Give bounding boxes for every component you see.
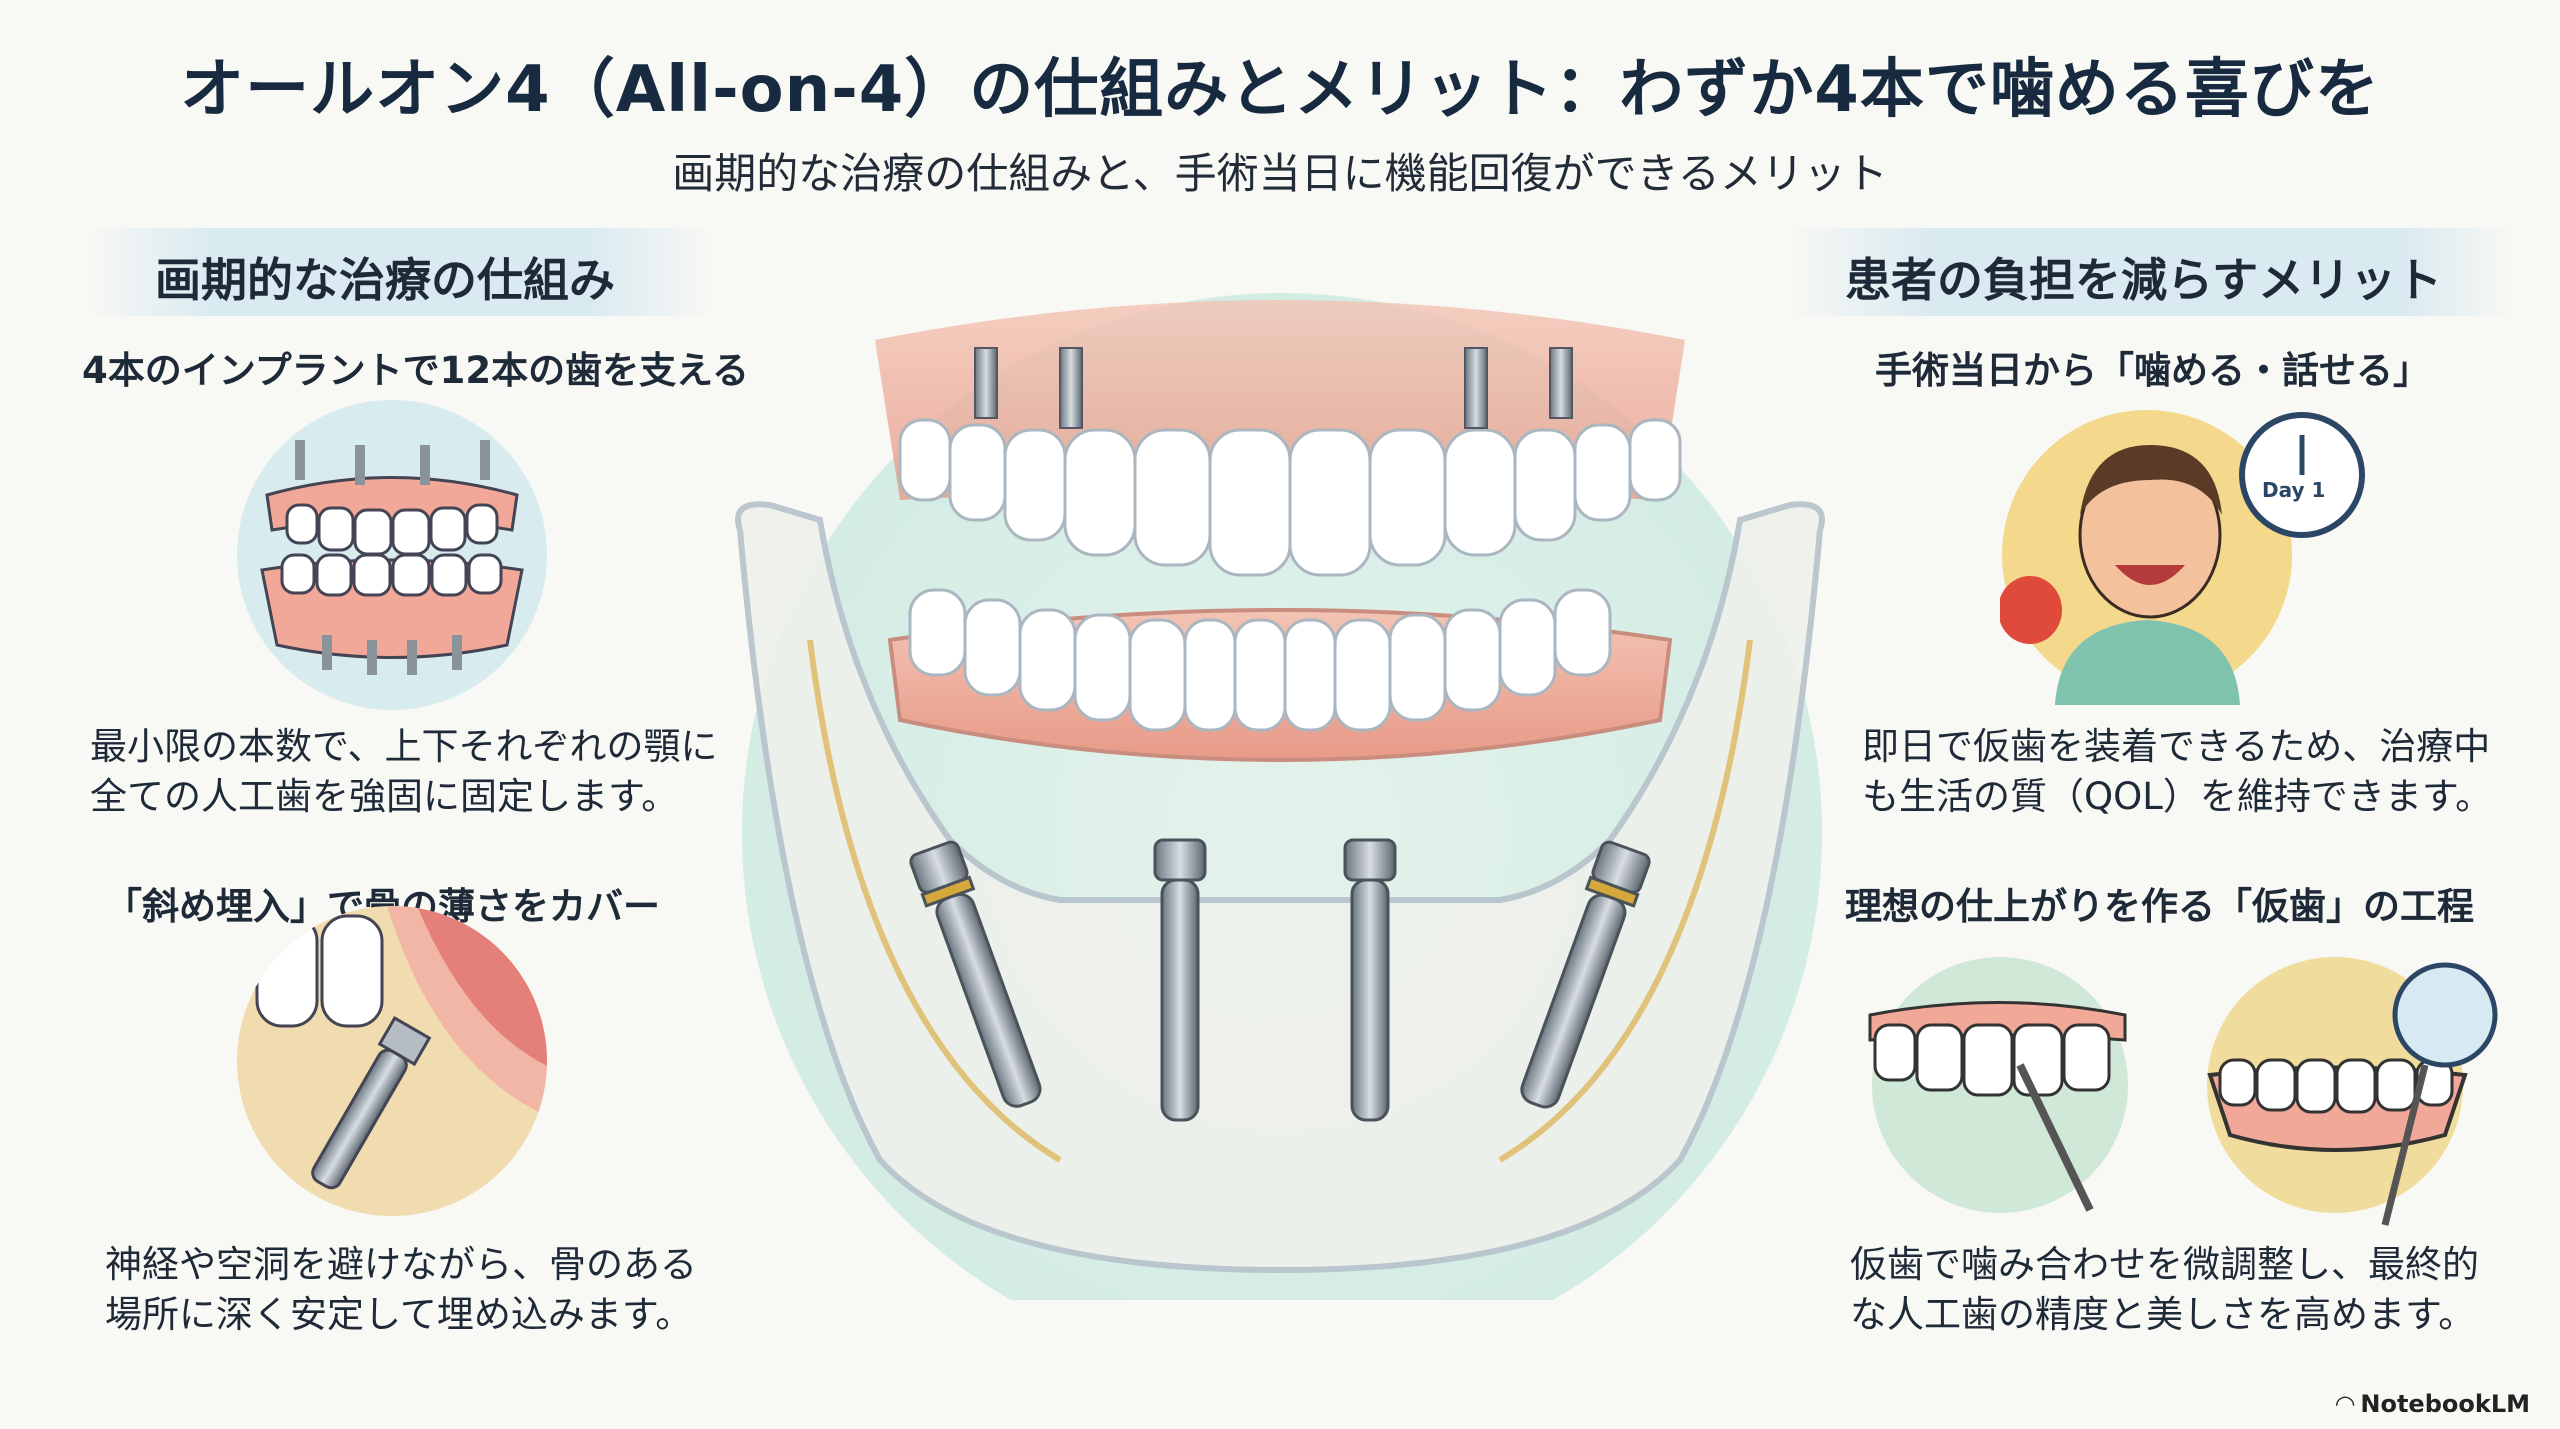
left-block2-line: 場所に深く安定して埋め込みます。 (105, 1293, 693, 1336)
section-band (1790, 228, 2510, 316)
notebooklm-watermark: ◠ NotebookLM (2336, 1390, 2530, 1418)
lower-implants (909, 838, 1651, 1122)
left-section-title: 画期的な治療の仕組み (155, 253, 615, 307)
right-block2-heading: 理想の仕上がりを作る「仮歯」の工程 (1845, 885, 2474, 928)
upper-teeth (898, 418, 1682, 577)
right-block1-heading: 手術当日から「噛める・話せる」 (1875, 349, 2430, 392)
angled-implant-icon (237, 906, 547, 1216)
left-block1-heading: 4本のインプラントで12本の歯を支える (82, 349, 750, 392)
right-block2-line: 仮歯で噛み合わせを微調整し、最終的 (1850, 1243, 2479, 1286)
nerve-canal (807, 639, 1753, 1163)
left-block2-line: 神経や空洞を避けながら、骨のある (105, 1243, 697, 1286)
notebooklm-logo-icon: ◠ (2335, 1390, 2355, 1418)
temporary-teeth-adjustment-icon (1868, 957, 2128, 1213)
page-title: オールオン4（All-on-4）の仕組みとメリット：わずか4本で噛める喜びを (180, 53, 2380, 127)
section-band (90, 228, 710, 316)
right-block1-line: も生活の質（QOL）を維持できます。 (1862, 775, 2493, 818)
upper-implant-screws (974, 347, 1573, 429)
left-block1-line: 全ての人工歯を強固に固定します。 (90, 775, 679, 818)
left-block1-line: 最小限の本数で、上下それぞれの顎に (90, 725, 718, 768)
page-subtitle: 画期的な治療の仕組みと、手術当日に機能回復ができるメリット (672, 149, 1888, 198)
right-section-title: 患者の負担を減らすメリット (1845, 253, 2443, 307)
notebooklm-brand: NotebookLM (2360, 1390, 2530, 1418)
full-arch-denture-icon (237, 400, 547, 710)
smiling-patient-icon (2000, 410, 2365, 705)
mirror-denture-check-icon (2207, 957, 2498, 1226)
right-block2-line: な人工歯の精度と美しさを高めます。 (1850, 1293, 2476, 1336)
day-one-clock-label: Day 1 (2262, 478, 2326, 502)
right-block1-line: 即日で仮歯を装着できるため、治療中 (1862, 725, 2491, 768)
lower-teeth (908, 588, 1612, 732)
jaw-implant-illustration (735, 293, 1825, 1300)
